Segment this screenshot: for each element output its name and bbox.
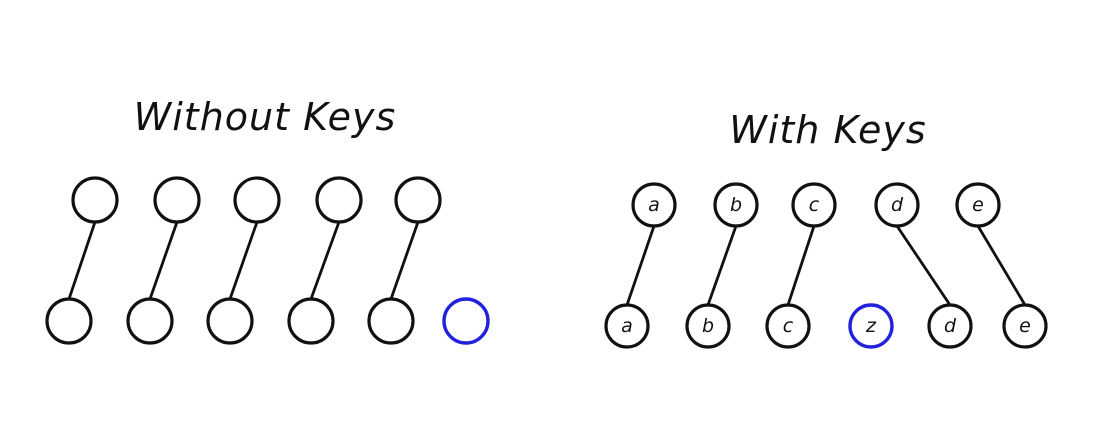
top-node: d xyxy=(874,182,920,228)
node-circle xyxy=(765,303,811,349)
links-without-keys xyxy=(67,220,420,301)
node-circle xyxy=(126,297,174,345)
node-circle xyxy=(71,176,119,224)
top-node xyxy=(315,176,363,224)
node-link xyxy=(67,220,97,301)
panel-without-keys: Without Keys xyxy=(45,95,490,345)
node-label: e xyxy=(972,194,984,216)
node-label: a xyxy=(648,194,660,216)
node-circle xyxy=(153,176,201,224)
node-circle xyxy=(927,303,973,349)
bottom-node xyxy=(287,297,335,345)
bottom-node: e xyxy=(1002,303,1048,349)
node-label: d xyxy=(891,194,904,216)
bottom-node xyxy=(367,297,415,345)
node-circle xyxy=(685,303,731,349)
links-with-keys xyxy=(625,224,1027,307)
panel-title-without-keys: Without Keys xyxy=(134,95,397,139)
top-node xyxy=(233,176,281,224)
node-circle xyxy=(45,297,93,345)
top-node xyxy=(153,176,201,224)
node-circle xyxy=(713,182,759,228)
bottom-node xyxy=(45,297,93,345)
panel-title-with-keys: With Keys xyxy=(729,108,926,152)
node-circle xyxy=(631,182,677,228)
bottom-node xyxy=(442,297,490,345)
node-label: b xyxy=(730,194,742,216)
top-node: b xyxy=(713,182,759,228)
top-row-with-keys: a b c d e xyxy=(631,182,1001,228)
node-circle xyxy=(791,182,837,228)
bottom-node: a xyxy=(604,303,650,349)
node-link xyxy=(228,220,259,301)
bottom-node: c xyxy=(765,303,811,349)
node-link xyxy=(148,220,179,301)
node-circle xyxy=(394,176,442,224)
node-circle xyxy=(874,182,920,228)
bottom-node xyxy=(206,297,254,345)
new-node-circle xyxy=(442,297,490,345)
node-label: b xyxy=(702,315,714,337)
node-link xyxy=(625,224,656,307)
node-circle xyxy=(604,303,650,349)
new-node-circle xyxy=(848,303,894,349)
panel-with-keys: With Keys a b c d e a b c z d e xyxy=(604,108,1048,349)
bottom-node: b xyxy=(685,303,731,349)
node-circle xyxy=(315,176,363,224)
node-label: c xyxy=(783,315,794,337)
node-link xyxy=(309,220,341,301)
node-link xyxy=(389,220,420,301)
node-link xyxy=(786,224,816,307)
node-link xyxy=(895,224,952,307)
node-circle xyxy=(367,297,415,345)
top-node xyxy=(394,176,442,224)
top-node: e xyxy=(955,182,1001,228)
node-link xyxy=(706,224,738,307)
top-node: a xyxy=(631,182,677,228)
node-circle xyxy=(955,182,1001,228)
node-circle xyxy=(233,176,281,224)
node-circle xyxy=(1002,303,1048,349)
node-circle xyxy=(206,297,254,345)
bottom-node: z xyxy=(848,303,894,349)
bottom-node: d xyxy=(927,303,973,349)
node-label: e xyxy=(1019,315,1031,337)
top-node xyxy=(71,176,119,224)
node-label: d xyxy=(944,315,957,337)
node-label: c xyxy=(809,194,820,216)
top-node: c xyxy=(791,182,837,228)
bottom-node xyxy=(126,297,174,345)
node-link xyxy=(976,224,1027,307)
node-circle xyxy=(287,297,335,345)
bottom-row-without-keys xyxy=(45,297,490,345)
node-label: a xyxy=(621,315,633,337)
top-row-without-keys xyxy=(71,176,442,224)
node-label: z xyxy=(865,315,877,337)
